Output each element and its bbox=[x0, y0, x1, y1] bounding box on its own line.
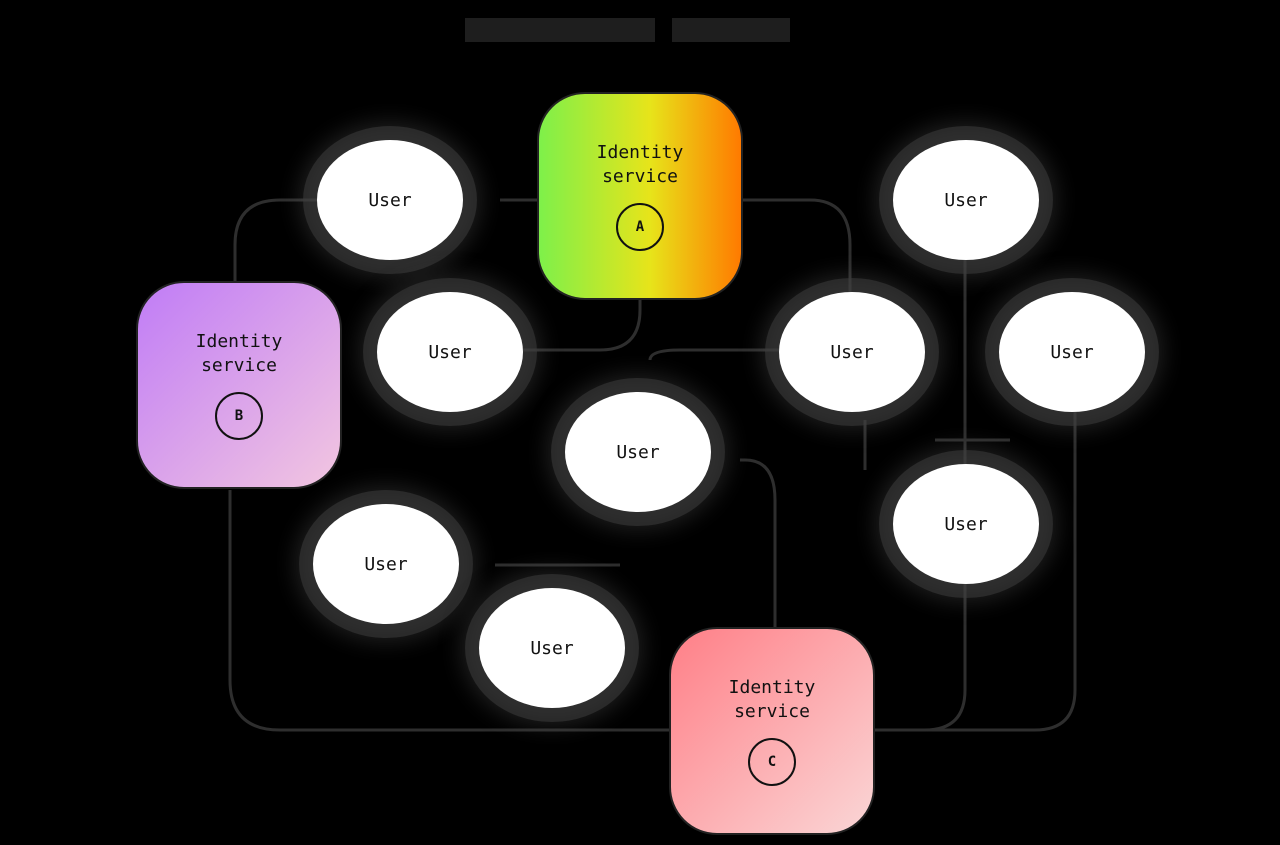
connector bbox=[875, 410, 1077, 732]
user-node[interactable]: User bbox=[893, 464, 1039, 584]
identity-service-b[interactable]: Identity service B bbox=[136, 281, 342, 489]
user-node[interactable]: User bbox=[313, 504, 459, 624]
user-label: User bbox=[616, 441, 660, 463]
title-block bbox=[672, 18, 790, 42]
service-label: Identity service bbox=[728, 677, 816, 722]
connector bbox=[520, 300, 642, 352]
service-badge: B bbox=[215, 392, 263, 440]
user-node[interactable]: User bbox=[779, 292, 925, 412]
connector bbox=[924, 580, 967, 732]
connector bbox=[228, 490, 670, 732]
identity-service-a[interactable]: Identity service A bbox=[537, 92, 743, 300]
title-block bbox=[465, 18, 655, 42]
user-node[interactable]: User bbox=[377, 292, 523, 412]
user-node[interactable]: User bbox=[999, 292, 1145, 412]
user-label: User bbox=[364, 553, 408, 575]
connector bbox=[740, 198, 852, 300]
user-label: User bbox=[1050, 341, 1094, 363]
user-node[interactable]: User bbox=[479, 588, 625, 708]
user-label: User bbox=[368, 189, 412, 211]
service-label: Identity service bbox=[596, 142, 684, 187]
connector bbox=[740, 458, 777, 630]
service-badge: C bbox=[748, 738, 796, 786]
user-node[interactable]: User bbox=[893, 140, 1039, 260]
service-badge: A bbox=[616, 203, 664, 251]
user-label: User bbox=[944, 513, 988, 535]
user-label: User bbox=[944, 189, 988, 211]
user-label: User bbox=[428, 341, 472, 363]
user-node[interactable]: User bbox=[317, 140, 463, 260]
user-node[interactable]: User bbox=[565, 392, 711, 512]
user-label: User bbox=[530, 637, 574, 659]
identity-service-c[interactable]: Identity service C bbox=[669, 627, 875, 835]
user-label: User bbox=[830, 341, 874, 363]
connector bbox=[648, 348, 780, 361]
connector bbox=[233, 198, 320, 285]
service-label: Identity service bbox=[195, 331, 283, 376]
